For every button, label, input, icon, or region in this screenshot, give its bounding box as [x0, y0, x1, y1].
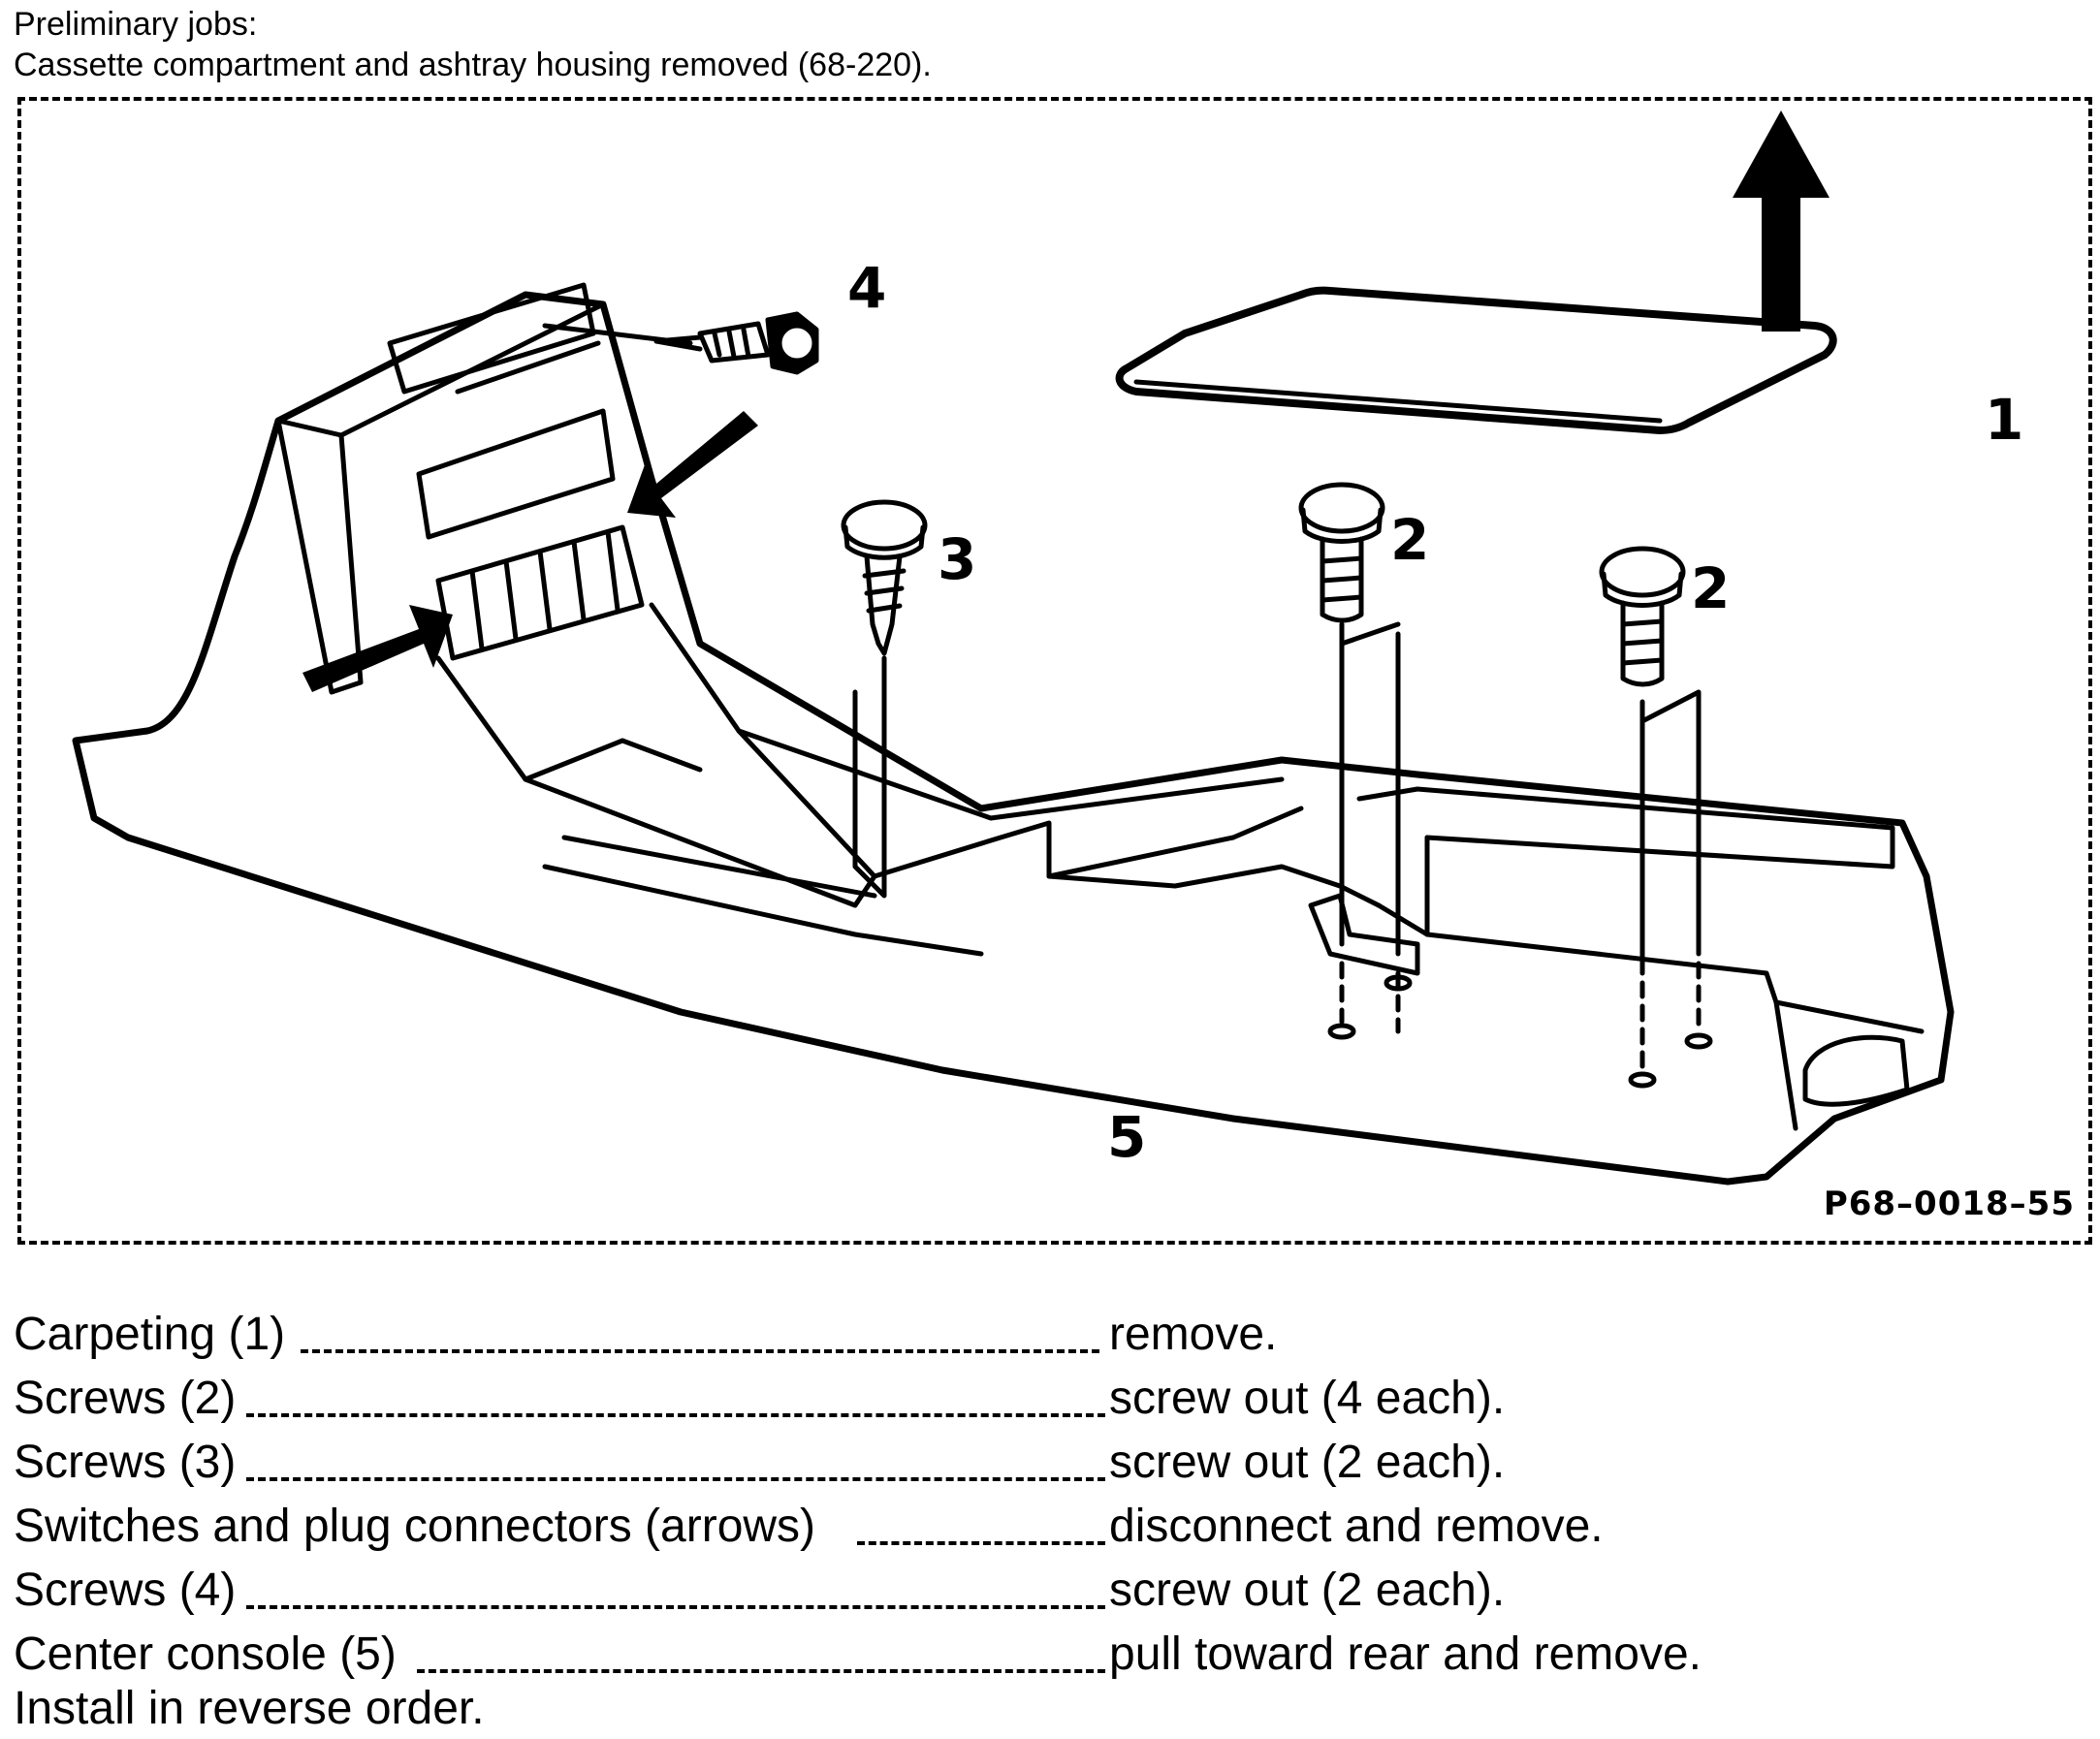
step-action: screw out (4 each). — [1109, 1373, 1506, 1424]
step-label: Center console (5) — [14, 1628, 397, 1680]
screw-2-front — [1298, 482, 1413, 1040]
step-label: Switches and plug connectors (arrows) — [14, 1501, 816, 1552]
step-row: Screws (2) screw out (4 each). — [14, 1367, 2088, 1431]
step-action: screw out (2 each). — [1109, 1565, 1506, 1616]
illustration-frame: 4 1 3 2 2 5 P68–0018–55 — [17, 97, 2092, 1245]
callout-4: 4 — [847, 255, 887, 321]
leader-line — [301, 1349, 1099, 1353]
step-action: screw out (2 each). — [1109, 1437, 1506, 1488]
figure-code: P68–0018–55 — [1823, 1185, 2075, 1223]
step-label: Screws (2) — [14, 1373, 237, 1424]
connector-arrow-right — [627, 411, 758, 518]
step-label: Carpeting (1) — [14, 1309, 286, 1360]
leader-line — [246, 1477, 1105, 1481]
callout-2-front: 2 — [1390, 507, 1430, 573]
preliminary-jobs-detail: Cassette compartment and ashtray housing… — [14, 47, 932, 83]
step-row: Screws (4) screw out (2 each). — [14, 1559, 2088, 1623]
callout-1: 1 — [1985, 387, 2024, 453]
callout-3: 3 — [938, 526, 977, 592]
callout-2-rear: 2 — [1691, 555, 1731, 621]
callout-5: 5 — [1107, 1104, 1147, 1170]
leader-line — [246, 1413, 1105, 1417]
install-note: Install in reverse order. — [14, 1683, 485, 1734]
leader-line — [857, 1541, 1105, 1545]
center-console — [72, 282, 1955, 1186]
removal-arrow — [1733, 111, 1830, 332]
preliminary-jobs: Preliminary jobs: Cassette compartment a… — [14, 4, 932, 85]
leader-line — [246, 1605, 1105, 1609]
step-label: Screws (3) — [14, 1437, 237, 1488]
step-action: remove. — [1109, 1309, 1278, 1360]
preliminary-jobs-title: Preliminary jobs: — [14, 6, 258, 43]
step-row: Center console (5) pull toward rear and … — [14, 1623, 2088, 1687]
screw-3 — [841, 499, 928, 899]
procedure-steps: Carpeting (1) remove. Screws (2) screw o… — [14, 1303, 2088, 1687]
center-console-drawing — [72, 111, 1955, 1186]
screw-2-rear — [1599, 546, 1713, 1089]
step-action: disconnect and remove. — [1109, 1501, 1604, 1552]
step-row: Screws (3) screw out (2 each). — [14, 1431, 2088, 1495]
step-row: Carpeting (1) remove. — [14, 1303, 2088, 1367]
step-row: Switches and plug connectors (arrows) di… — [14, 1495, 2088, 1559]
connector-arrow-left — [302, 605, 453, 692]
carpeting-pad — [1115, 286, 1837, 434]
step-label: Screws (4) — [14, 1565, 237, 1616]
step-action: pull toward rear and remove. — [1109, 1628, 1702, 1680]
leader-line — [417, 1669, 1105, 1673]
screw-4 — [542, 311, 819, 375]
